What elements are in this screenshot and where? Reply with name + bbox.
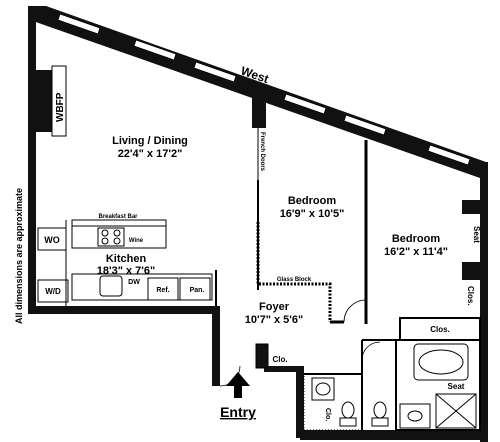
bath-closet-label: Clo. [324, 408, 331, 421]
foyer-dims: 10'7" x 5'6" [245, 314, 303, 326]
kitchen-name: Kitchen [106, 253, 147, 265]
entry-label: Entry [220, 404, 256, 420]
interior-walls [215, 128, 481, 431]
living-room-dims: 22'4" x 17'2" [118, 148, 183, 160]
entry-arrow-icon [226, 372, 250, 398]
kitchen-fixtures [37, 219, 213, 306]
bedroom-seat-label: Seat [472, 226, 481, 243]
breakfast-bar-label: Breakfast Bar [98, 214, 138, 220]
wine-label: Wine [129, 238, 144, 244]
bedroom1-dims: 16'9" x 10'5" [280, 208, 345, 220]
outer-walls [28, 6, 488, 442]
living-room-name: Living / Dining [112, 135, 188, 147]
dishwasher-label: DW [128, 279, 140, 286]
foyer-closet-label: Clo. [272, 355, 287, 364]
kitchen-dims: 18'3" x 7'6" [97, 265, 155, 277]
bedroom1-name: Bedroom [288, 195, 337, 207]
wbfp-label: WBFP [55, 92, 66, 122]
bath-seat-label: Seat [448, 382, 465, 391]
foyer-name: Foyer [259, 301, 290, 313]
main-closet-label: Clos. [430, 325, 450, 334]
bedroom-closet-label: Clos. [466, 286, 475, 306]
pantry-label: Pan. [190, 287, 205, 294]
french-doors-label: French Doors [259, 132, 265, 172]
bedroom2-dims: 16'2" x 11'4" [384, 246, 448, 258]
wall-oven-label: WO [44, 235, 60, 245]
disclaimer-text: All dimensions are approximate [14, 188, 24, 324]
washer-dryer-label: W/D [45, 287, 61, 296]
bedroom2-name: Bedroom [392, 233, 441, 245]
glass-block-label: Glass Block [277, 277, 312, 283]
bath-fixtures [303, 343, 477, 431]
refrigerator-label: Ref. [156, 287, 169, 294]
